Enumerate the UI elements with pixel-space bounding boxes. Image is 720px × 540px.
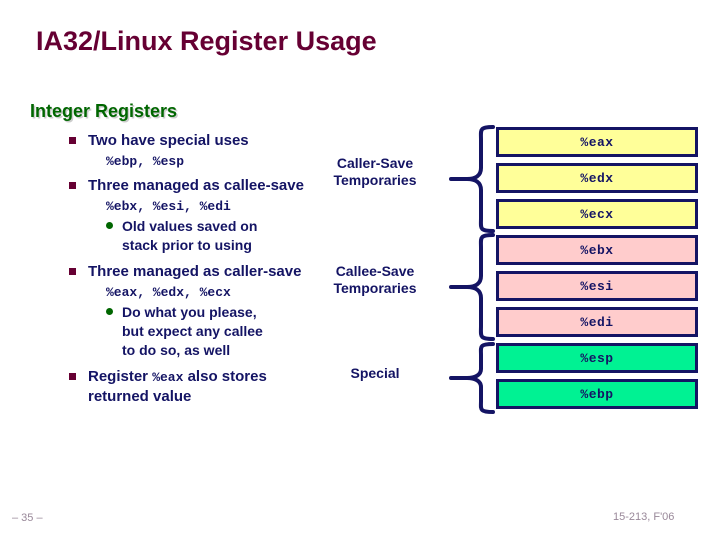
register-box-edx[interactable]: %edx (496, 163, 698, 193)
register-list-caller-save: %eax, %edx, %ecx (106, 285, 231, 300)
group-label-special: Special (305, 365, 445, 382)
bullet-list: Two have special uses %ebp, %esp Three m… (66, 131, 326, 408)
square-bullet-icon (69, 182, 76, 189)
page-title: IA32/Linux Register Usage (36, 26, 377, 56)
brace-caller-save (449, 124, 497, 234)
bullet-item-special-uses: Two have special uses (66, 131, 326, 150)
bullet-item-caller-save: Three managed as caller-save (66, 262, 326, 281)
group-label-line-2: Temporaries (333, 172, 417, 188)
register-box-eax[interactable]: %eax (496, 127, 698, 157)
register-list-special-uses: %ebp, %esp (106, 154, 185, 169)
group-label-caller-save: Caller-Save Temporaries (305, 155, 445, 189)
bullet-text: Three managed as callee-save (88, 177, 304, 194)
group-label-line-1: Callee-Save (335, 263, 415, 279)
square-bullet-icon (69, 268, 76, 275)
bullet-text-pre: Register (88, 368, 153, 385)
square-bullet-icon (69, 373, 76, 380)
bullet-text: Two have special uses (88, 132, 249, 149)
group-label-line-2: Temporaries (333, 280, 417, 296)
group-label-line-1: Special (350, 365, 400, 381)
dot-bullet-icon (106, 308, 113, 315)
register-box-esi[interactable]: %esi (496, 271, 698, 301)
bullet-text: Three managed as caller-save (88, 263, 302, 280)
bullet-text-post: also stores returned value (88, 368, 267, 405)
subbullet-text-line-2: stack prior to using (122, 237, 252, 253)
bullet-text-register: %eax (152, 370, 184, 385)
group-label-callee-save: Callee-Save Temporaries (305, 263, 445, 297)
page-number: – 35 – (12, 512, 43, 524)
dot-bullet-icon (106, 222, 113, 229)
register-box-edi[interactable]: %edi (496, 307, 698, 337)
course-footer: 15-213, F'06 (613, 511, 675, 523)
subbullet-text-line-1: Do what you please, (122, 304, 257, 320)
subbullet-old-values-saved: Old values saved on stack prior to using (66, 217, 326, 255)
bullet-item-callee-save: Three managed as callee-save (66, 176, 326, 195)
section-heading-integer-registers: Integer Registers (30, 101, 178, 121)
register-box-esp[interactable]: %esp (496, 343, 698, 373)
square-bullet-icon (69, 137, 76, 144)
subbullet-text-line-2: but expect any callee (122, 323, 263, 339)
register-box-ebp[interactable]: %ebp (496, 379, 698, 409)
group-label-line-1: Caller-Save (336, 155, 414, 171)
brace-special (449, 341, 497, 415)
register-box-ebx[interactable]: %ebx (496, 235, 698, 265)
bullet-item-return-value: Register %eax also stores returned value (66, 367, 326, 406)
register-list-callee-save: %ebx, %esi, %edi (106, 199, 231, 214)
brace-callee-save (449, 232, 497, 342)
register-box-ecx[interactable]: %ecx (496, 199, 698, 229)
subbullet-text-line-1: Old values saved on (122, 218, 258, 234)
subbullet-text-line-3: to do so, as well (122, 342, 231, 358)
subbullet-do-what-you-please: Do what you please, but expect any calle… (66, 303, 326, 360)
